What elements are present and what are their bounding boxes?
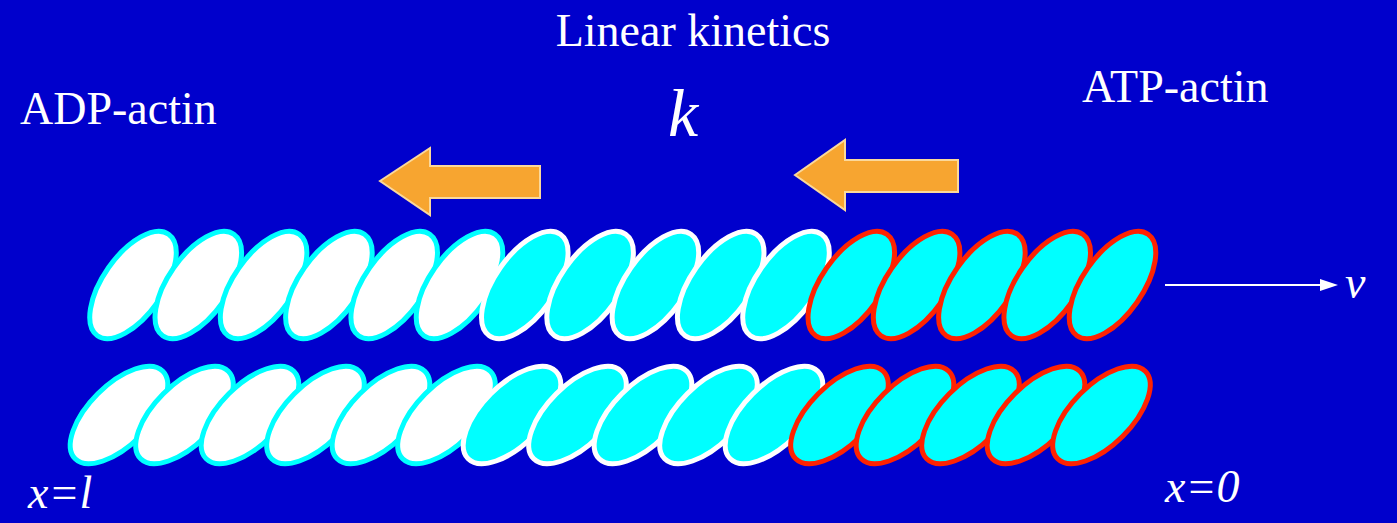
state-label: ATP-actin — [1082, 62, 1269, 113]
actin-subunit — [1052, 217, 1172, 353]
position-label: x=0 — [1165, 462, 1239, 513]
position-label: x=l — [28, 468, 92, 519]
flux-arrow — [795, 140, 958, 210]
rate-constant: k — [668, 76, 698, 151]
state-label: ADP-actin — [20, 84, 217, 135]
slide-title: Linear kinetics — [556, 6, 831, 57]
velocity-line — [1165, 284, 1326, 286]
velocity-arrowhead — [1320, 279, 1338, 291]
flux-arrow — [380, 148, 540, 215]
velocity-label: v — [1345, 258, 1365, 309]
actin-subunit — [1036, 350, 1166, 480]
